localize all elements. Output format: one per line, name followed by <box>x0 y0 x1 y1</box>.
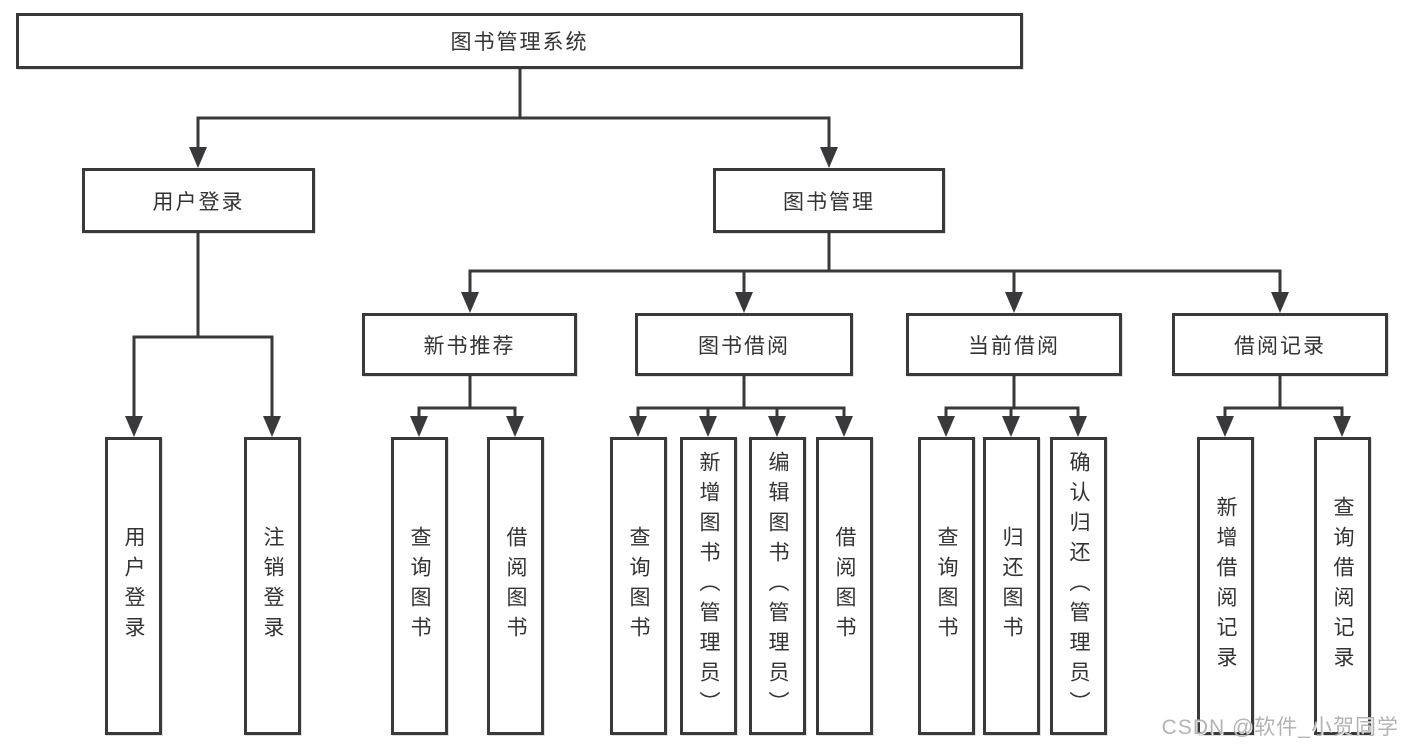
leaf-label: 借阅图书 <box>504 526 527 646</box>
leaf-label: 编辑图书（管理员） <box>766 451 789 721</box>
leaf-edit-books-admin: 编辑图书（管理员） <box>749 437 806 735</box>
leaf-add-borrow-record: 新增借阅记录 <box>1197 437 1254 735</box>
node-library-management-system: 图书管理系统 <box>16 13 1023 69</box>
leaf-label: 确认归还（管理员） <box>1067 451 1090 721</box>
csdn-watermark: CSDN @软件_小贺同学 <box>1161 716 1399 739</box>
leaf-logout: 注销登录 <box>244 437 301 735</box>
leaf-user-login: 用户登录 <box>105 437 162 735</box>
node-user-login-branch: 用户登录 <box>82 168 315 233</box>
node-current-borrowing: 当前借阅 <box>906 313 1122 376</box>
leaf-label: 新增借阅记录 <box>1214 496 1237 676</box>
leaf-label: 借阅图书 <box>833 526 856 646</box>
leaf-label: 归还图书 <box>1000 526 1023 646</box>
leaf-label: 用户登录 <box>122 526 145 646</box>
node-book-management-branch: 图书管理 <box>713 168 945 233</box>
node-new-book-recommendation: 新书推荐 <box>362 313 577 376</box>
node-borrowing-records: 借阅记录 <box>1172 313 1388 376</box>
leaf-query-borrow-record: 查询借阅记录 <box>1314 437 1371 735</box>
leaf-label: 查询借阅记录 <box>1331 496 1354 676</box>
leaf-add-books-admin: 新增图书（管理员） <box>680 437 737 735</box>
leaf-label: 注销登录 <box>261 526 284 646</box>
leaf-label: 查询图书 <box>408 526 431 646</box>
leaf-label: 新增图书（管理员） <box>697 451 720 721</box>
leaf-label: 查询图书 <box>627 526 650 646</box>
node-book-borrowing: 图书借阅 <box>635 313 853 376</box>
leaf-borrow-books: 借阅图书 <box>487 437 544 735</box>
leaf-query-books: 查询图书 <box>391 437 448 735</box>
leaf-query-books: 查询图书 <box>918 437 975 735</box>
leaf-return-books: 归还图书 <box>983 437 1040 735</box>
leaf-confirm-return-admin: 确认归还（管理员） <box>1050 437 1107 735</box>
leaf-borrow-books: 借阅图书 <box>816 437 873 735</box>
leaf-query-books: 查询图书 <box>610 437 667 735</box>
leaf-label: 查询图书 <box>935 526 958 646</box>
